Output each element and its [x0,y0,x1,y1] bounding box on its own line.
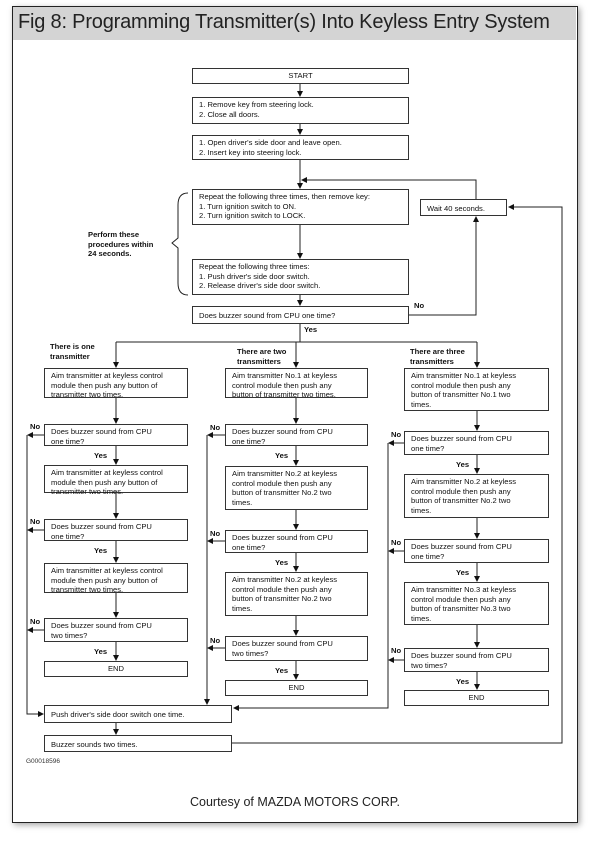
wait-return [301,177,477,199]
wait-box: Wait 40 seconds. [420,199,507,216]
no-label: No [391,538,402,547]
branch-label-three: There are three transmitters [410,347,465,366]
step-aim-transmitter-2: Aim transmitter No.2 at keyless control … [404,474,549,518]
decision-buzzer: Does buzzer sound from CPU one time? [225,424,368,446]
step-aim-transmitter-2: Aim transmitter No.2 at keyless control … [225,572,368,616]
yes-label: Yes [275,666,289,675]
step-door-switch-cycle: Repeat the following three times: 1. Pus… [192,259,409,295]
yes-label: Yes [275,451,289,460]
decision-buzzer: Does buzzer sound from CPU two times? [225,636,368,661]
yes-label: Yes [94,546,108,555]
no-label: No [391,646,402,655]
figure-title: Fig 8: Programming Transmitter(s) Into K… [18,11,550,33]
no-label: No [210,636,221,645]
no-label: No [30,422,41,431]
step-aim-transmitter-2: Aim transmitter No.2 at keyless control … [225,466,368,510]
perform-note: Perform these procedures within 24 secon… [88,230,154,258]
decision-buzzer: Does buzzer sound from CPU two times? [404,648,549,672]
decision-buzzer: Does buzzer sound from CPU one time? [44,519,188,541]
decision-buzzer: Does buzzer sound from CPU one time? [404,539,549,563]
end-box: END [44,661,188,677]
decision-buzzer: Does buzzer sound from CPU two times? [44,618,188,642]
yes-label: Yes [304,325,318,334]
step-push-door-switch: Push driver's side door switch one time. [44,705,232,723]
step-buzzer-two-times: Buzzer sounds two times. [44,735,232,752]
decision-buzzer: Does buzzer sound from CPU one time? [404,431,549,455]
yes-label: Yes [456,568,470,577]
step-aim-transmitter: Aim transmitter at keyless control modul… [44,563,188,594]
no-loop [409,216,479,316]
credit-line: Courtesy of MAZDA MOTORS CORP. [189,795,400,809]
step-open-door: 1. Open driver's side door and leave ope… [192,135,409,160]
step-remove-key: 1. Remove key from steering lock. 2. Clo… [192,97,409,124]
yes-label: Yes [275,558,289,567]
decision-buzzer: Does buzzer sound from CPU one time? [44,424,188,446]
branch-label-two: There are two transmitters [237,347,287,366]
yes-label: Yes [94,451,108,460]
retry-loop [232,204,563,744]
decision-buzzer: Does buzzer sound from CPU one time? [225,530,368,553]
step-aim-transmitter: Aim transmitter at keyless control modul… [44,368,188,399]
branch-label-one: There is one transmitter [50,342,95,361]
end-box: END [225,680,368,696]
figure-header [13,7,576,40]
figure-id: G00018596 [26,758,60,765]
no-label: No [414,301,425,310]
step-aim-transmitter-1: Aim transmitter No.1 at keyless control … [404,368,549,411]
no-label: No [30,617,41,626]
start-box: START [192,68,409,84]
step-aim-transmitter-3: Aim transmitter No.3 at keyless control … [404,582,549,625]
no-label: No [30,517,41,526]
no-label: No [210,423,221,432]
yes-label: Yes [456,460,470,469]
yes-label: Yes [94,647,108,656]
bracket [171,192,189,296]
no-label: No [210,529,221,538]
end-box: END [404,690,549,706]
step-ignition-cycle: Repeat the following three times, then r… [192,189,409,225]
step-aim-transmitter: Aim transmitter at keyless control modul… [44,465,188,496]
no-label: No [391,430,402,439]
decision-buzzer-one-time: Does buzzer sound from CPU one time? [192,306,409,324]
yes-label: Yes [456,677,470,686]
step-aim-transmitter-1: Aim transmitter No.1 at keyless control … [225,368,368,399]
